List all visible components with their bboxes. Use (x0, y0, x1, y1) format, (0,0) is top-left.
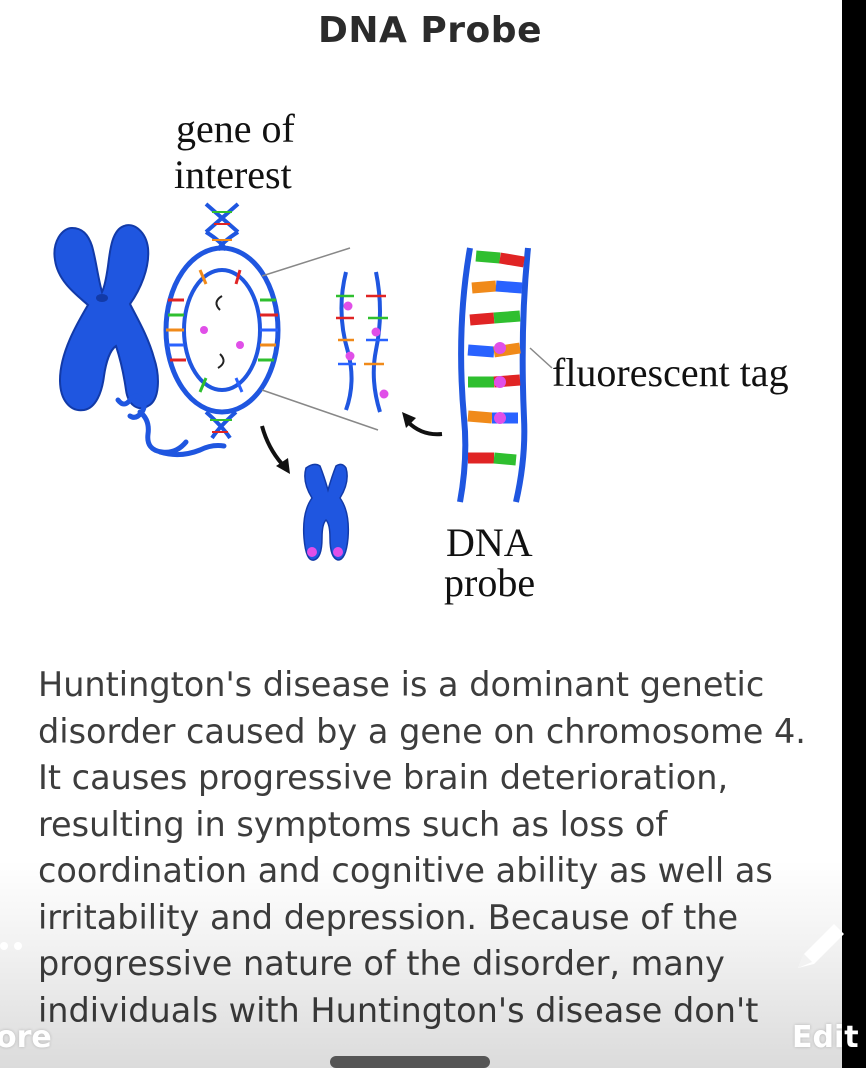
body-line: coordination and cognitive ability as we… (38, 851, 773, 890)
gene-label-line2: interest (174, 152, 292, 197)
home-indicator[interactable] (330, 1056, 490, 1068)
fluorescent-tag-label: fluorescent tag (552, 350, 789, 395)
dna-probe-diagram: gene of interest fluorescent tag DNA pro… (53, 106, 789, 605)
chromosome-large (53, 224, 159, 412)
dna-probe-ladder (457, 247, 553, 503)
gene-loop (163, 245, 281, 415)
arrow-icon (406, 420, 443, 437)
body-line: It causes progressive brain deterioratio… (38, 758, 729, 797)
chromosome-small (302, 463, 350, 561)
body-line: resulting in symptoms such as loss of (38, 804, 668, 844)
dots-icon[interactable] (0, 930, 30, 960)
more-button[interactable]: ore (0, 1020, 52, 1055)
probe-label-line2: probe (444, 560, 535, 605)
zoomed-strand (336, 271, 389, 413)
gene-label-line1: gene of (176, 106, 296, 151)
body-line: irritability and depression. Because of … (38, 897, 739, 937)
body-line: Huntington's disease is a dominant genet… (38, 665, 765, 704)
body-paragraph: Huntington's disease is a dominant genet… (38, 662, 838, 1034)
arrow-down-icon (260, 425, 284, 466)
screen-edge (842, 0, 866, 1068)
body-line: disorder caused by a gene on chromosome … (38, 711, 806, 751)
probe-label-line1: DNA (446, 520, 533, 565)
page: DNA Probe (0, 0, 842, 1068)
body-line: individuals with Huntington's disease do… (38, 990, 759, 1030)
edit-button[interactable]: Edit (792, 1020, 859, 1055)
zoom-lines (261, 247, 379, 431)
body-line: progressive nature of the disorder, many (38, 944, 725, 983)
page-title: DNA Probe (318, 10, 542, 51)
pencil-icon[interactable] (790, 918, 850, 978)
dna-coil (115, 393, 189, 455)
